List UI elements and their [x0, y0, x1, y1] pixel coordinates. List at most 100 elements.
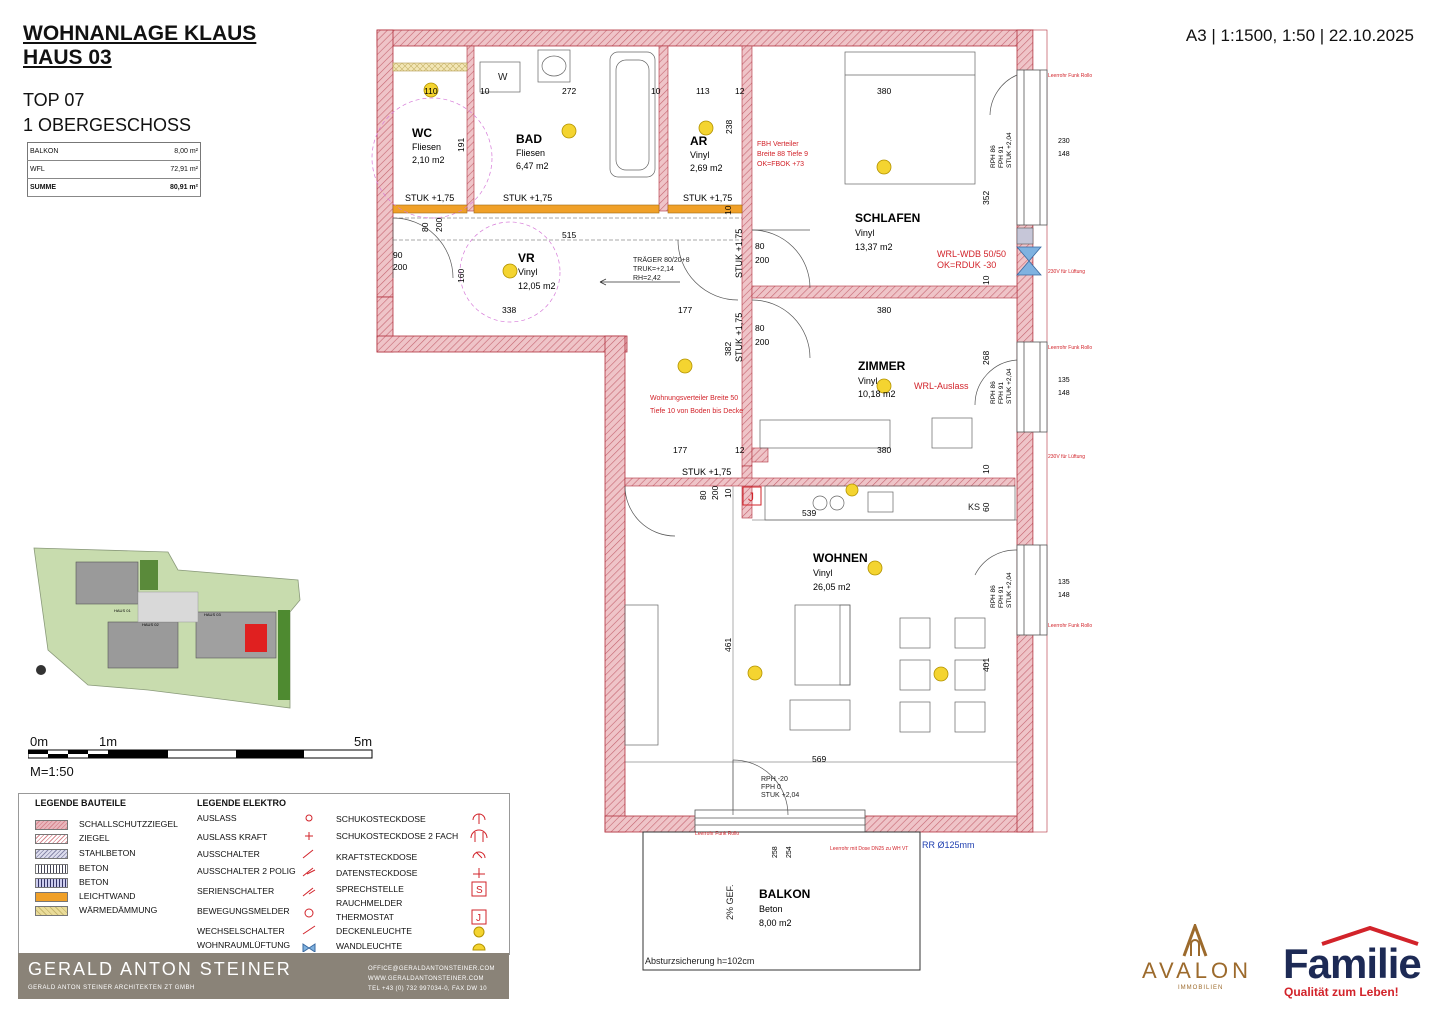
legend-item: SERIENSCHALTER — [197, 886, 275, 896]
svg-text:148: 148 — [1058, 592, 1070, 599]
legend-item: BEWEGUNGSMELDER — [197, 906, 290, 916]
scale-bar — [28, 749, 373, 759]
svg-text:200: 200 — [755, 337, 769, 347]
room-area: 2,69 m2 — [690, 163, 723, 173]
room-name: ZIMMER — [858, 359, 906, 373]
rr-label: RR Ø125mm — [922, 840, 975, 850]
building — [75, 561, 139, 605]
familie-wordmark: Familie — [1283, 940, 1422, 987]
svg-text:10: 10 — [723, 488, 733, 498]
svg-text:135: 135 — [1058, 377, 1070, 384]
site-plan: HAUS 01 HAUS 02 HAUS 03 — [33, 547, 301, 709]
svg-text:STUK +1,75: STUK +1,75 — [405, 193, 454, 203]
svg-text:148: 148 — [1058, 390, 1070, 397]
room-material: Vinyl — [855, 228, 874, 238]
svg-text:160: 160 — [456, 269, 466, 283]
legend-item: AUSLASS — [197, 813, 237, 823]
svg-text:200: 200 — [755, 255, 769, 265]
svg-text:Breite 88 Tiefe 9: Breite 88 Tiefe 9 — [757, 151, 808, 158]
svg-text:12: 12 — [735, 86, 745, 96]
svg-text:200: 200 — [393, 262, 407, 272]
project-title: WOHNANLAGE KLAUS HAUS 03 — [23, 22, 257, 69]
legend-item: RAUCHMELDER — [336, 898, 403, 908]
sheet-meta: A3 | 1:1500, 1:50 | 22.10.2025 — [1185, 26, 1414, 45]
legend-item: AUSSCHALTER — [197, 849, 260, 859]
stuk-labels: STUK +1,75 STUK +1,75 STUK +1,75 STUK +1… — [405, 193, 744, 477]
annotations: FBH Verteiler Breite 88 Tiefe 9 OK=FBOK … — [650, 73, 1092, 852]
site-label: HAUS 01 — [114, 608, 131, 613]
ausschalter-icon — [302, 849, 314, 859]
room-area: 2,10 m2 — [412, 155, 445, 165]
architect-footer: GERALD ANTON STEINER GERALD ANTON STEINE… — [18, 953, 509, 999]
svg-text:Leerrohr Funk Rollo: Leerrohr Funk Rollo — [1048, 345, 1092, 351]
kraftsteckdose-icon — [472, 851, 486, 859]
legend-item: LEICHTWAND — [79, 891, 136, 901]
swatch-waermedaemmung — [35, 906, 68, 916]
legend-item: DATENSTECKDOSE — [336, 868, 418, 878]
svg-text:380: 380 — [877, 445, 891, 455]
svg-text:380: 380 — [877, 86, 891, 96]
svg-text:STUK +1,75: STUK +1,75 — [734, 229, 744, 278]
room-name: SCHLAFEN — [855, 211, 920, 225]
building — [107, 621, 179, 669]
dimension-labels: 110 10 272 10 113 12 380 191 238 352 230… — [393, 86, 1070, 858]
svg-text:352: 352 — [981, 191, 991, 205]
svg-text:80: 80 — [755, 323, 765, 333]
schukosteckdose-icon — [472, 813, 486, 824]
scale-tick-5: 5m — [354, 734, 373, 749]
ceiling-lights — [423, 82, 949, 682]
room-name: BALKON — [759, 887, 810, 901]
room-material: Vinyl — [813, 568, 832, 578]
familie-roof-icon — [1321, 926, 1419, 946]
svg-text:272: 272 — [562, 86, 576, 96]
legend-bauteile-title: LEGENDE BAUTEILE — [35, 798, 127, 808]
svg-text:268: 268 — [981, 351, 991, 365]
room-area: 10,18 m2 — [858, 389, 896, 399]
svg-text:J: J — [476, 913, 481, 924]
site-label: HAUS 03 — [204, 612, 221, 617]
svg-text:135: 135 — [1058, 579, 1070, 586]
door-swings — [392, 74, 1018, 816]
room-material: Vinyl — [690, 150, 709, 160]
svg-text:W: W — [498, 72, 508, 83]
green-roof — [140, 560, 158, 590]
avalon-wordmark: AVALON — [1142, 958, 1252, 983]
svg-text:461: 461 — [723, 638, 733, 652]
room-area: 8,00 m2 — [759, 918, 792, 928]
datensteckdose-icon — [473, 868, 485, 878]
svg-text:J: J — [748, 490, 754, 504]
scale-tick-0: 0m — [30, 734, 49, 749]
familie-slogan: Qualität zum Leben! — [1284, 985, 1399, 999]
architect-phone: TEL +43 (0) 732 997034-0, FAX DW 10 — [368, 986, 488, 992]
room-area: 26,05 m2 — [813, 582, 851, 592]
svg-text:90: 90 — [393, 250, 403, 260]
bewegungsmelder-icon — [304, 908, 314, 918]
svg-text:RH=2,42: RH=2,42 — [633, 275, 661, 282]
svg-text:WRL-WDB 50/50: WRL-WDB 50/50 — [937, 249, 1006, 259]
room-name: VR — [518, 251, 535, 265]
scale-ratio: M=1:50 — [30, 764, 74, 779]
legend-item: SPRECHSTELLE — [336, 884, 404, 894]
svg-text:STUK +1,75: STUK +1,75 — [734, 313, 744, 362]
svg-text:2% GEF.: 2% GEF. — [725, 884, 735, 920]
svg-text:STUK +2,04: STUK +2,04 — [1006, 368, 1013, 404]
shaft — [1016, 227, 1034, 245]
svg-text:FPH 91: FPH 91 — [998, 382, 1005, 404]
fixtures — [479, 49, 1016, 746]
svg-text:STUK +1,75: STUK +1,75 — [683, 193, 732, 203]
insulation — [392, 62, 468, 72]
ausschalter-2polig-icon — [302, 867, 316, 877]
legend-item: THERMOSTAT — [336, 912, 394, 922]
room-name: AR — [690, 134, 708, 148]
svg-text:238: 238 — [724, 120, 734, 134]
svg-text:WRL-Auslass: WRL-Auslass — [914, 381, 969, 391]
svg-text:191: 191 — [456, 138, 466, 152]
auslass-kraft-icon — [305, 832, 313, 840]
swatch-leichtwand — [35, 892, 68, 902]
svg-text:10: 10 — [981, 275, 991, 285]
svg-text:12: 12 — [735, 445, 745, 455]
architect-name: GERALD ANTON STEINER — [28, 959, 292, 979]
